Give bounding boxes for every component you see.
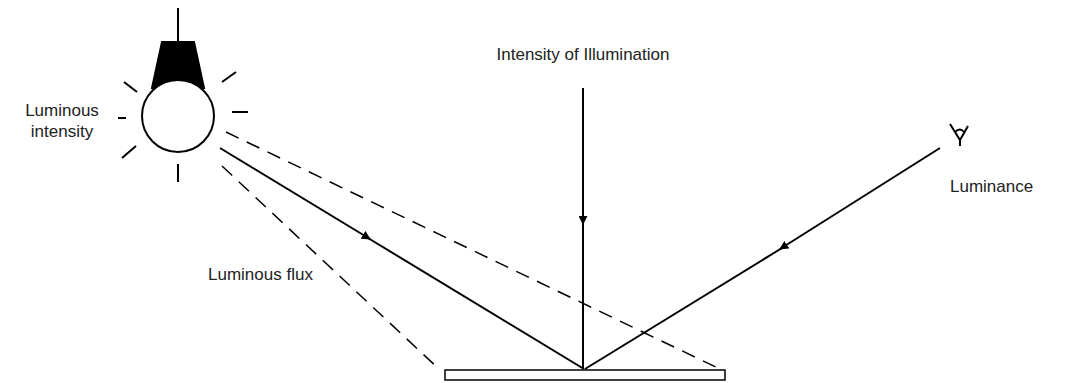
label-holder: Intensity of Illumination: [495, 44, 672, 65]
label-holder: Luminance: [948, 176, 1035, 197]
beam-outline: [222, 132, 722, 370]
quantity-label: Luminous flux: [206, 264, 315, 285]
lamp-symbol: [110, 8, 248, 182]
quantity-label: Intensity of Illumination: [495, 44, 672, 65]
label-holder: Luminous intensity: [6, 100, 118, 143]
illuminated-surface: [445, 370, 725, 380]
light-rays: [220, 88, 940, 369]
quantity-label: Luminance: [948, 176, 1035, 197]
quantity-label: Luminous intensity: [6, 100, 118, 143]
eye-symbol: [950, 124, 968, 146]
label-holder: Luminous flux: [206, 264, 315, 285]
